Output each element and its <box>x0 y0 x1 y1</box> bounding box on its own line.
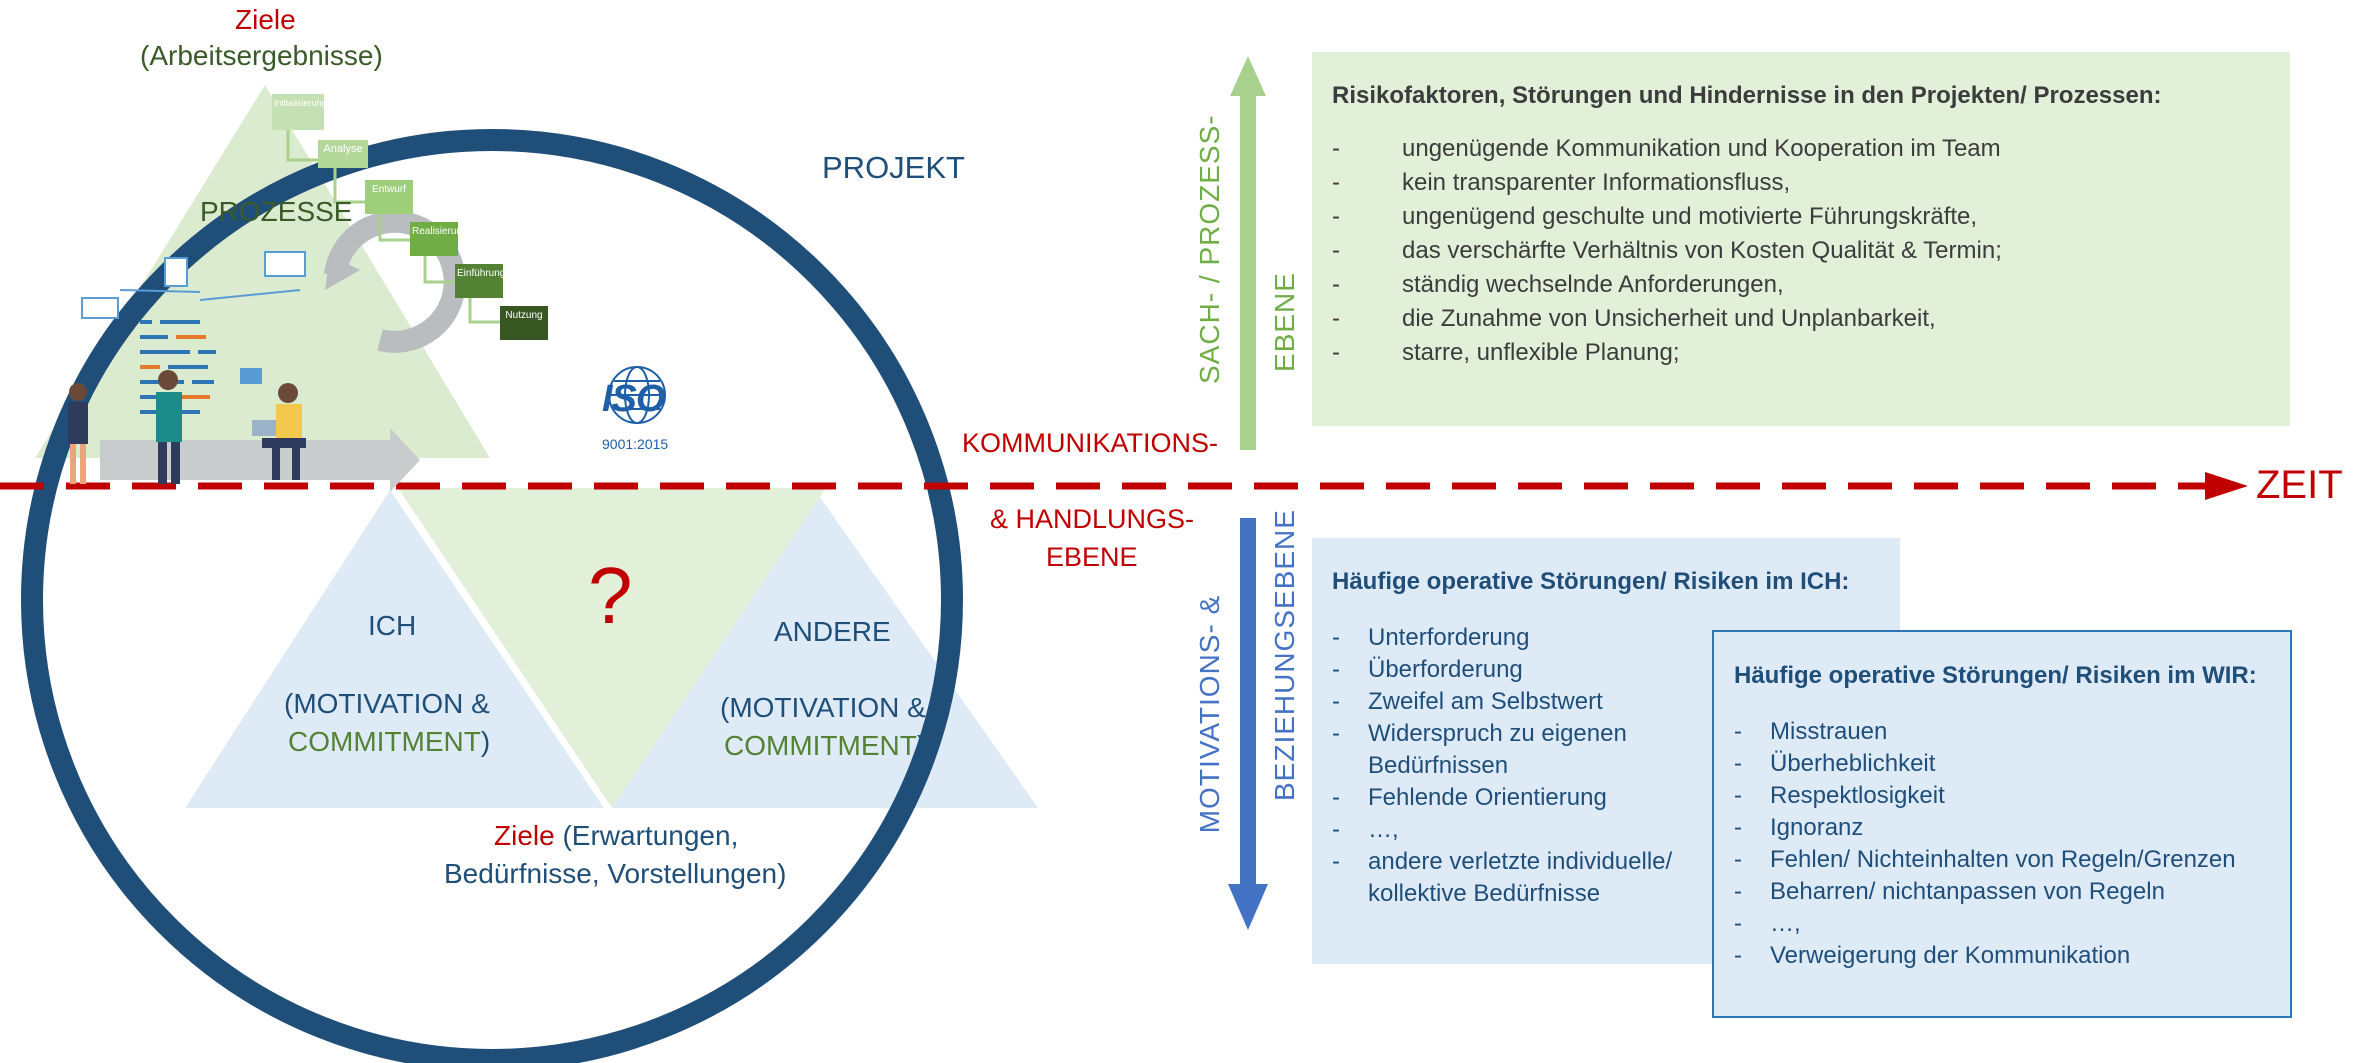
process-step-entwurf: Entwurf <box>365 180 413 214</box>
iso-logo: ISO <box>602 378 665 420</box>
process-step-label: Realisierung <box>412 226 458 237</box>
list-item-continuation: kollektive Bedürfnisse <box>1368 880 1601 907</box>
andere-motivation-line: (MOTIVATION & <box>720 692 926 723</box>
top-goal-title: Ziele <box>235 4 296 35</box>
list-item: -…, <box>1332 816 1399 843</box>
list-item-continuation: Bedürfnissen <box>1368 752 1509 779</box>
process-step-label: Einführung <box>457 268 503 279</box>
list-item: -Beharren/ nichtanpassen von Regeln <box>1734 878 2165 905</box>
ich-box-title: Häufige operative Störungen/ Risiken im … <box>1332 568 1850 595</box>
list-item: -Fehlende Orientierung <box>1332 784 1607 811</box>
ich-commitment-word: COMMITMENT <box>288 726 481 757</box>
time-arrowhead <box>2205 472 2248 500</box>
process-step-nutzung: Nutzung <box>500 306 548 340</box>
list-item: -Überforderung <box>1332 656 1523 683</box>
andere-commitment-word: COMMITMENT <box>724 730 917 761</box>
list-item: -Misstrauen <box>1734 718 1888 745</box>
process-step-label: Initialisierung <box>274 98 324 108</box>
prozesse-label: PROZESSE <box>200 196 353 227</box>
list-item: -andere verletzte individuelle/ <box>1332 848 1673 875</box>
sach-ebene-line2: EBENE <box>1269 272 1300 372</box>
wir-box-title: Häufige operative Störungen/ Risiken im … <box>1734 662 2257 689</box>
ich-title: ICH <box>368 610 417 641</box>
list-item: -Überheblichkeit <box>1734 750 1936 777</box>
kommunikation-line3: EBENE <box>1046 542 1138 572</box>
question-mark: ? <box>588 551 633 640</box>
wir-risk-list: -Misstrauen -Überheblichkeit -Respektlos… <box>1734 716 2270 972</box>
list-item: -Verweigerung der Kommunikation <box>1734 942 2131 969</box>
motivation-arrowhead <box>1228 884 1268 930</box>
ich-motivation-line: (MOTIVATION & <box>284 688 490 719</box>
list-item: -kein transparenter Informationsfluss, <box>1332 169 1791 196</box>
process-step-connectors <box>286 130 500 324</box>
andere-commitment-paren: ) <box>916 730 927 761</box>
process-step-label: Entwurf <box>372 184 406 195</box>
list-item: -das verschärfte Verhältnis von Kosten Q… <box>1332 237 2002 264</box>
zeit-label: ZEIT <box>2256 463 2343 507</box>
list-item: -Respektlosigkeit <box>1734 782 1945 809</box>
list-item: -Fehlen/ Nichteinhalten von Regeln/Grenz… <box>1734 846 2236 873</box>
ich-triangle <box>185 490 604 808</box>
andere-commitment-line: COMMITMENT) <box>724 730 926 762</box>
list-item: -Widerspruch zu eigenen <box>1332 720 1627 747</box>
list-item: -ungenügende Kommunikation und Kooperati… <box>1332 135 2001 162</box>
list-item: -Unterforderung <box>1332 624 1530 651</box>
list-item: -Zweifel am Selbstwert <box>1332 688 1603 715</box>
ich-commitment-line: COMMITMENT) <box>288 726 490 758</box>
project-ring <box>21 129 963 1063</box>
andere-title: ANDERE <box>774 616 891 647</box>
sach-ebene-line1: SACH- / PROZESS- <box>1194 114 1225 384</box>
kommunikation-line2: & HANDLUNGS- <box>990 504 1195 534</box>
process-step-initialisierung: Initialisierung <box>272 94 324 130</box>
list-item: -…, <box>1734 910 1801 937</box>
risk-factors-box: Risikofaktoren, Störungen und Hinderniss… <box>1312 52 2290 426</box>
motivation-ebene-line1: MOTIVATIONS- & <box>1194 594 1225 834</box>
bottom-goal-title: Ziele <box>494 820 555 851</box>
list-item: -die Zunahme von Unsicherheit und Unplan… <box>1332 305 1936 332</box>
risk-list: -ungenügende Kommunikation und Kooperati… <box>1332 132 2270 370</box>
bottom-goal-rest: (Erwartungen, <box>554 820 739 851</box>
projekt-label: PROJEKT <box>822 150 965 185</box>
list-item: -ständig wechselnde Anforderungen, <box>1332 271 1784 298</box>
inverted-goal-triangle <box>398 488 826 808</box>
motivation-ebene-line2: BEZIEHUNGSEBENE <box>1269 509 1300 801</box>
process-step-einfuehrung: Einführung <box>455 264 503 298</box>
sach-arrowhead <box>1230 56 1266 96</box>
iso-code: 9001:2015 <box>602 436 669 452</box>
process-step-realisierung: Realisierung <box>410 222 458 256</box>
list-item: -Ignoranz <box>1734 814 1864 841</box>
process-step-label: Analyse <box>323 143 363 155</box>
motivation-arrow-shaft <box>1240 518 1256 888</box>
ich-risk-list: -Unterforderung -Überforderung -Zweifel … <box>1332 622 1880 910</box>
process-triangle <box>35 85 490 458</box>
top-goal-subtitle: (Arbeitsergebnisse) <box>140 40 383 71</box>
process-step-label: Nutzung <box>505 310 543 321</box>
iso-globe-icon <box>608 366 666 424</box>
bottom-goal-line2: Bedürfnisse, Vorstellungen) <box>444 858 787 889</box>
wir-risks-box: Häufige operative Störungen/ Risiken im … <box>1712 630 2292 1018</box>
risk-box-title: Risikofaktoren, Störungen und Hinderniss… <box>1332 82 2162 109</box>
kommunikation-line1: KOMMUNIKATIONS- <box>962 428 1218 458</box>
sach-arrow-shaft <box>1240 92 1256 450</box>
ich-commitment-paren: ) <box>480 726 491 757</box>
bottom-goal-line1: Ziele (Erwartungen, <box>494 820 738 852</box>
list-item: -starre, unflexible Planung; <box>1332 339 1680 366</box>
process-step-analyse: Analyse <box>318 140 368 168</box>
list-item: -ungenügend geschulte und motivierte Füh… <box>1332 203 1978 230</box>
